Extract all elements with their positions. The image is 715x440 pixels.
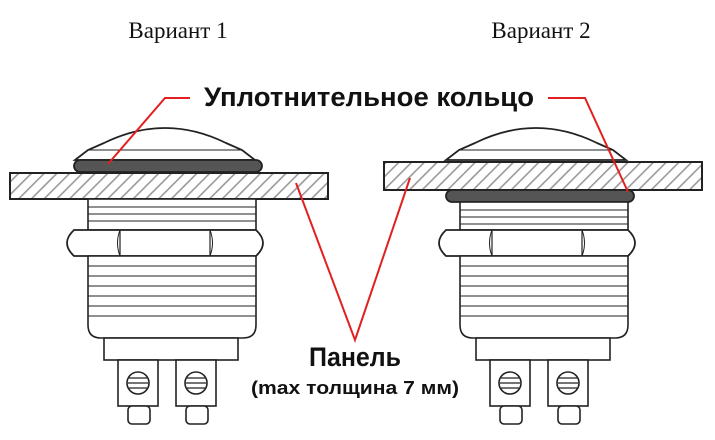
terminal-left [117,359,159,425]
thread-lower [459,255,629,339]
variant-1-switch [9,127,329,425]
panel-note: (max толщина 7 мм) [251,378,459,398]
base-plate [475,337,611,361]
panel-variant-1 [9,172,329,200]
leader-lines [107,97,629,343]
switch-cap [72,127,258,161]
hex-nut [438,229,636,257]
hex-nut [66,229,264,257]
leader-seal-variant-2 [548,97,629,193]
switch-cap [443,127,629,161]
seal-ring-label: Уплотнительное кольцо [204,82,534,112]
thread-lower [87,255,257,339]
thread-upper [459,201,629,231]
leader-seal-variant-1 [107,97,190,165]
variant-1-title: Вариант 1 [128,18,227,43]
leader-panel [295,177,411,343]
base-plate [103,337,239,361]
terminal-right [175,359,217,425]
panel-variant-2 [383,161,703,191]
seal-ring-variant-1 [73,159,263,173]
seal-ring-variant-2 [445,189,635,203]
terminal-right [547,359,589,425]
panel-label: Панель [309,342,401,372]
terminal-left [489,359,531,425]
variant-2-title: Вариант 2 [491,18,590,43]
variant-2-switch [383,127,703,425]
